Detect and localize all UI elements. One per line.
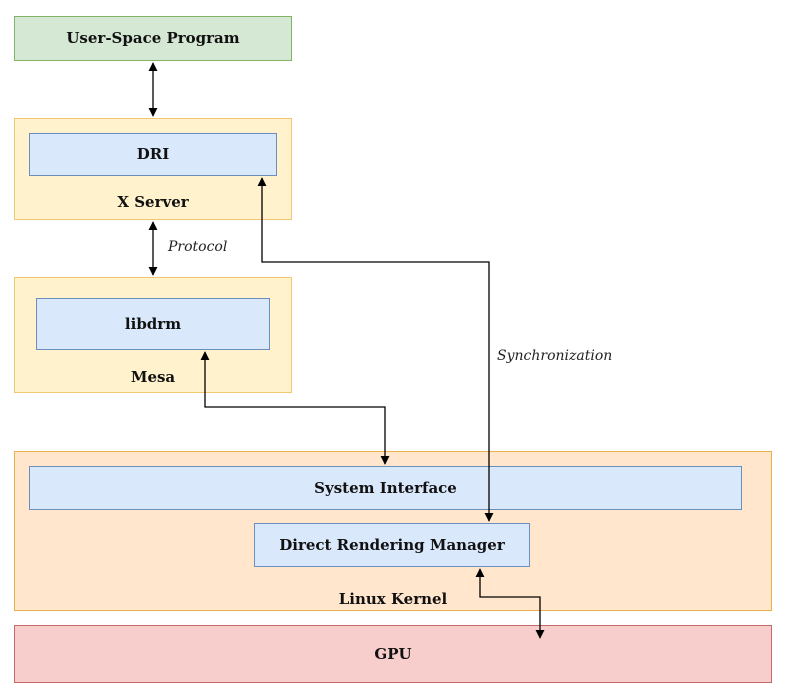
user-space-program-label: User-Space Program	[66, 29, 240, 47]
drm-gpu-arrow	[475, 568, 545, 639]
x-server-label: X Server	[117, 193, 189, 211]
synchronization-arrow	[257, 177, 494, 522]
gpu-node: GPU	[14, 625, 772, 683]
libdrm-system-interface-arrow	[200, 351, 390, 465]
mesa-label: Mesa	[130, 368, 176, 386]
libdrm-label: libdrm	[124, 315, 182, 333]
direct-rendering-manager-node: Direct Rendering Manager	[254, 523, 530, 567]
protocol-edge-label: Protocol	[168, 239, 228, 255]
direct-rendering-manager-label: Direct Rendering Manager	[279, 536, 505, 554]
user-space-program-node: User-Space Program	[14, 16, 292, 61]
synchronization-edge-label: Synchronization	[497, 348, 613, 364]
dri-node: DRI	[29, 133, 277, 176]
gpu-label: GPU	[374, 645, 412, 663]
dri-label: DRI	[136, 145, 170, 163]
linux-kernel-label: Linux Kernel	[338, 590, 448, 608]
libdrm-node: libdrm	[36, 298, 270, 350]
